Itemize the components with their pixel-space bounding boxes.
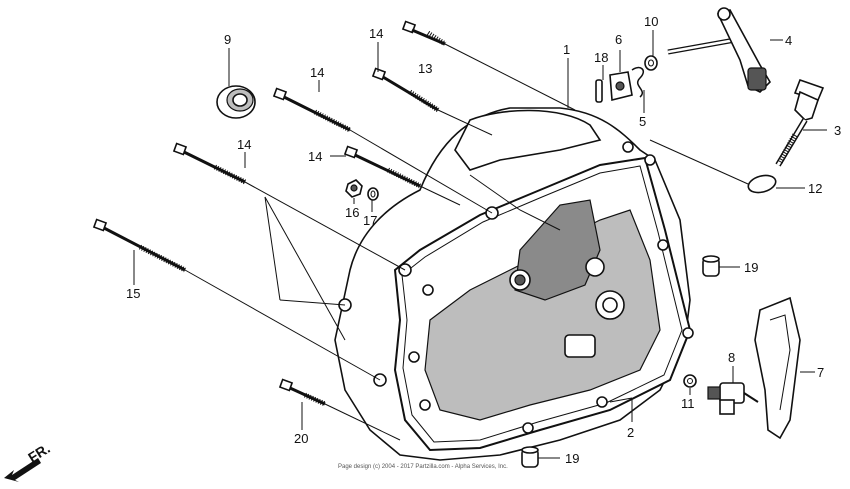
callout-labels: 1 2 3 4 5 6 7 8 9 10 11 12 13 14 14 14 1… bbox=[126, 14, 841, 466]
callout-13: 13 bbox=[418, 61, 432, 76]
dowel-pin-upper bbox=[702, 255, 720, 277]
front-direction-marker: FR. bbox=[4, 440, 53, 482]
callout-14-top: 14 bbox=[369, 26, 383, 41]
direction-label: FR. bbox=[25, 440, 53, 466]
callout-9: 9 bbox=[224, 32, 231, 47]
crankcase-cover bbox=[334, 107, 694, 461]
callout-14-left: 14 bbox=[237, 137, 251, 152]
nut-and-washer bbox=[345, 179, 379, 201]
chain-guide bbox=[754, 296, 801, 440]
callout-17: 17 bbox=[363, 213, 377, 228]
dowel-pin-lower bbox=[521, 446, 539, 468]
callout-10: 10 bbox=[644, 14, 658, 29]
callout-14-middle: 14 bbox=[308, 149, 322, 164]
copyright-text: Page design (c) 2004 - 2017 Partzilla.co… bbox=[338, 464, 508, 470]
callout-14-upper: 14 bbox=[310, 65, 324, 80]
bolt-13 bbox=[401, 20, 447, 47]
callout-16: 16 bbox=[345, 205, 359, 220]
callout-5: 5 bbox=[639, 114, 646, 129]
callout-8: 8 bbox=[728, 350, 735, 365]
bolt-14-middle bbox=[343, 145, 422, 189]
sealing-washer bbox=[683, 374, 697, 388]
clutch-lever-arm bbox=[667, 7, 772, 93]
callout-2: 2 bbox=[627, 425, 634, 440]
callout-4: 4 bbox=[785, 33, 792, 48]
bolt-leader-lines bbox=[184, 43, 576, 441]
callout-7: 7 bbox=[817, 365, 824, 380]
callout-11: 11 bbox=[681, 396, 695, 411]
oil-seal bbox=[216, 85, 256, 119]
callout-12: 12 bbox=[808, 181, 822, 196]
neutral-switch bbox=[707, 382, 759, 415]
callout-leaders bbox=[133, 30, 827, 459]
callout-3: 3 bbox=[834, 123, 841, 138]
lever-small-parts bbox=[595, 55, 658, 103]
arrow-icon bbox=[4, 458, 41, 482]
bolt-15 bbox=[92, 218, 187, 273]
bolt-14-left bbox=[172, 142, 247, 185]
callout-6: 6 bbox=[615, 32, 622, 47]
callout-18: 18 bbox=[594, 50, 608, 65]
callout-19-upper: 19 bbox=[744, 260, 758, 275]
callout-20: 20 bbox=[294, 431, 308, 446]
bolt-14-upper-left bbox=[272, 87, 352, 133]
callout-1: 1 bbox=[563, 42, 570, 57]
bolt-20 bbox=[278, 378, 327, 407]
bolt-14-top bbox=[371, 67, 440, 113]
callout-19-lower: 19 bbox=[565, 451, 579, 466]
oil-filler-dipstick bbox=[747, 78, 825, 194]
callout-15: 15 bbox=[126, 286, 140, 301]
